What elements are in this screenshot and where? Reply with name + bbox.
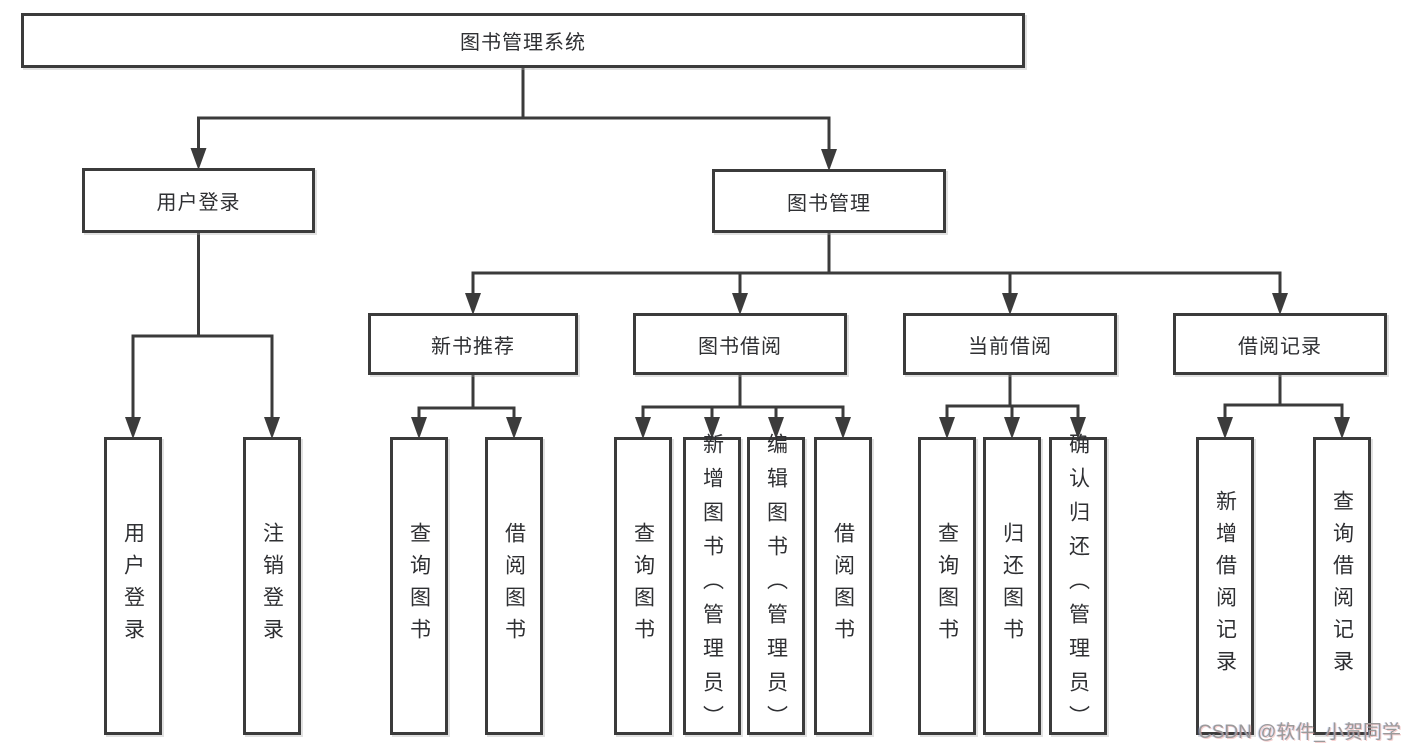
arrowhead-icon [1217, 417, 1233, 439]
node-label-root: 图书管理系统 [460, 32, 586, 54]
arrowhead-icon [190, 148, 207, 170]
node-cb-query: 查询图书 [918, 437, 976, 735]
node-current-borrow: 当前借阅 [903, 313, 1117, 375]
node-label-borrow-records: 借阅记录 [1238, 335, 1322, 358]
node-label-bb-add: 新增图书（管理员） [700, 433, 725, 739]
node-label-bb-query: 查询图书 [631, 522, 656, 650]
node-label-logout: 注销登录 [260, 522, 285, 650]
node-label-new-books: 新书推荐 [431, 335, 515, 358]
arrowhead-icon [1004, 417, 1020, 439]
node-bb-query: 查询图书 [614, 437, 672, 735]
arrowhead-icon [835, 417, 851, 439]
arrowhead-icon [1070, 417, 1086, 439]
arrowhead-icon [465, 293, 481, 315]
node-label-cb-return: 归还图书 [1000, 522, 1025, 650]
arrowhead-icon [506, 417, 522, 439]
node-label-book-mgmt: 图书管理 [787, 192, 871, 215]
node-root: 图书管理系统 [21, 13, 1025, 68]
node-label-cb-query: 查询图书 [935, 522, 960, 650]
node-label-user-login: 用户登录 [121, 522, 146, 650]
node-bb-add: 新增图书（管理员） [683, 433, 741, 739]
node-label-br-query: 查询借阅记录 [1330, 490, 1355, 682]
arrowhead-icon [1002, 293, 1018, 315]
arrowhead-icon [1334, 417, 1350, 439]
arrowhead-icon [821, 149, 837, 171]
node-label-login-group: 用户登录 [156, 192, 241, 214]
arrowhead-icon [704, 417, 720, 439]
node-br-query: 查询借阅记录 [1313, 437, 1371, 735]
arrowhead-icon [732, 293, 748, 315]
node-label-bb-edit: 编辑图书（管理员） [764, 433, 789, 739]
arrowhead-icon [411, 417, 427, 439]
node-br-add: 新增借阅记录 [1196, 437, 1254, 735]
node-cb-confirm: 确认归还（管理员） [1049, 433, 1107, 739]
node-label-bb-borrow: 借阅图书 [831, 522, 856, 650]
node-cb-return: 归还图书 [983, 437, 1041, 735]
arrowhead-icon [939, 417, 955, 439]
node-label-cb-confirm: 确认归还（管理员） [1066, 433, 1091, 739]
node-borrow-records: 借阅记录 [1173, 313, 1387, 375]
node-label-nb-query: 查询图书 [407, 522, 432, 650]
node-login-group: 用户登录 [82, 168, 315, 233]
arrowhead-icon [635, 417, 651, 439]
node-book-borrow: 图书借阅 [633, 313, 847, 375]
node-nb-borrow: 借阅图书 [485, 437, 543, 735]
node-logout: 注销登录 [243, 437, 301, 735]
watermark: CSDN @软件_小贺同学 [1198, 722, 1401, 743]
node-label-current-borrow: 当前借阅 [968, 335, 1052, 358]
node-user-login: 用户登录 [104, 437, 162, 735]
node-label-nb-borrow: 借阅图书 [502, 522, 527, 650]
node-bb-borrow: 借阅图书 [814, 437, 872, 735]
node-new-books: 新书推荐 [368, 313, 578, 375]
node-nb-query: 查询图书 [390, 437, 448, 735]
arrowhead-icon [264, 417, 280, 439]
node-bb-edit: 编辑图书（管理员） [747, 433, 805, 739]
node-book-mgmt: 图书管理 [712, 169, 946, 233]
node-label-book-borrow: 图书借阅 [698, 335, 782, 358]
arrowhead-icon [1272, 293, 1288, 315]
node-label-br-add: 新增借阅记录 [1213, 490, 1238, 682]
arrowhead-icon [125, 417, 141, 439]
arrowhead-icon [768, 417, 784, 439]
